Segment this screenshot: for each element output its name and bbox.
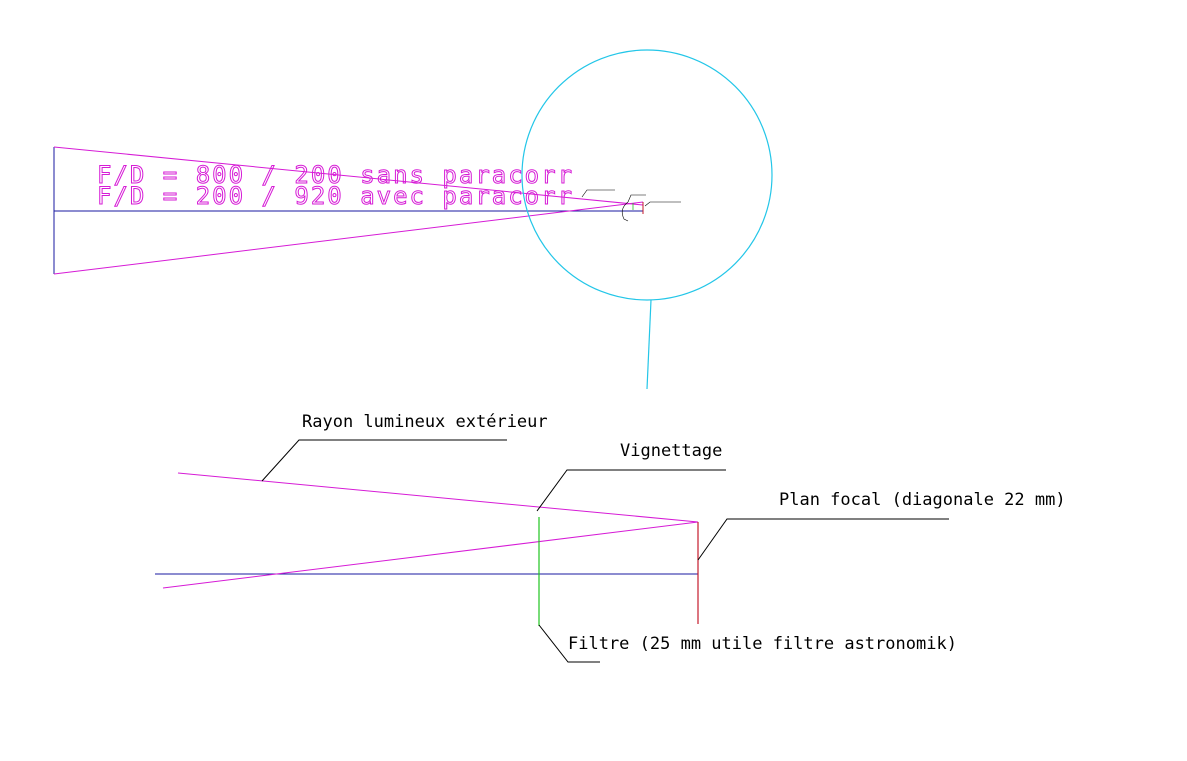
overview-title-line-1: F/D = 800 / 200 sans paracorr — [97, 161, 574, 189]
leader-filter — [538, 624, 600, 663]
label-filter: Filtre (25 mm utile filtre astronomik) — [568, 634, 957, 654]
label-vignetting: Vignettage — [620, 441, 722, 461]
overview-detail-leader-1 — [581, 189, 615, 198]
overview-detail-leader-3 — [644, 201, 681, 207]
overview-lower-ray — [53, 201, 644, 275]
magnifier-circle — [521, 49, 773, 301]
overview-group: F/D = 800 / 200 sans paracorr F/D = 200 … — [53, 49, 773, 390]
detail-upper-ray — [177, 472, 699, 523]
overview-detail-leader-2 — [627, 194, 646, 203]
leader-vignetting — [536, 469, 726, 512]
label-focal-plane: Plan focal (diagonale 22 mm) — [779, 490, 1066, 510]
leader-ray — [261, 439, 507, 482]
label-exterior-ray: Rayon lumineux extérieur — [302, 412, 548, 432]
overview-detail-bracket — [621, 201, 629, 222]
overview-title-line-2: F/D = 200 / 920 avec paracorr — [97, 182, 574, 210]
magnifier-stem — [646, 299, 652, 390]
leader-focal — [697, 518, 949, 561]
detail-lower-ray — [162, 521, 699, 589]
overview-upper-ray — [53, 146, 644, 206]
detail-group: Rayon lumineux extérieur Vignettage Plan… — [155, 412, 1066, 663]
